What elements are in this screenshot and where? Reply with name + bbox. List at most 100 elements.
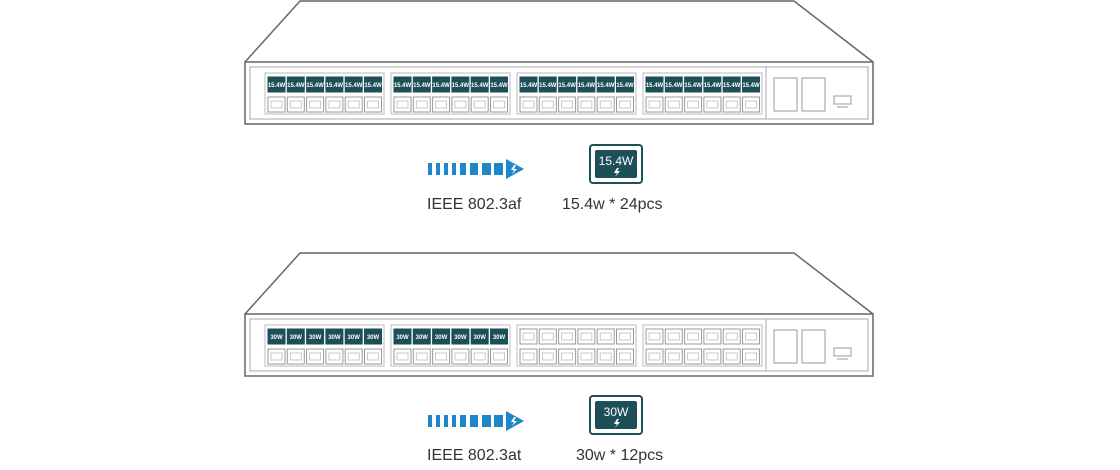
- port-power-label: 30W: [396, 335, 409, 341]
- ethernet-port: [616, 76, 634, 93]
- port-power-label: 15.4W: [287, 83, 305, 89]
- ethernet-port: [722, 76, 741, 93]
- ethernet-port: [393, 76, 412, 93]
- ethernet-port: [616, 328, 634, 345]
- arrow-segment: [470, 163, 478, 175]
- port-power-label: 15.4W: [646, 83, 664, 89]
- ethernet-port: [325, 348, 344, 365]
- ethernet-port: [490, 328, 508, 345]
- ethernet-port: [538, 96, 557, 113]
- port-power-label: 30W: [270, 335, 283, 341]
- port-socket: [270, 100, 283, 109]
- ethernet-port: [286, 76, 305, 93]
- ethernet-port: [306, 76, 325, 93]
- arrow-segment: [460, 163, 466, 175]
- port-power-label: 15.4W: [471, 83, 489, 89]
- ethernet-port: [538, 76, 557, 93]
- arrow-segment: [428, 163, 432, 175]
- port-socket: [619, 352, 631, 361]
- ethernet-port: [490, 76, 508, 93]
- port-socket: [561, 332, 573, 341]
- port-group: [642, 324, 763, 367]
- port-socket: [289, 100, 302, 109]
- ethernet-port: [645, 96, 664, 113]
- port-socket: [541, 352, 554, 361]
- lightning-icon: [511, 165, 517, 174]
- ethernet-port: [645, 76, 664, 93]
- ethernet-port: [742, 348, 760, 365]
- port-socket: [706, 332, 719, 341]
- ethernet-port: [558, 96, 577, 113]
- ethernet-port: [558, 76, 577, 93]
- port-socket: [599, 100, 612, 109]
- port-socket: [561, 100, 573, 109]
- ethernet-port: [412, 348, 431, 365]
- ethernet-port: [742, 328, 760, 345]
- arrow-segment: [436, 415, 440, 427]
- port-power-label: 15.4W: [723, 83, 741, 89]
- port-socket: [687, 352, 699, 361]
- ethernet-port: [664, 96, 683, 113]
- port-power-label: 15.4W: [268, 83, 286, 89]
- port-power-label: 30W: [367, 335, 380, 341]
- port-power-label: 15.4W: [452, 83, 470, 89]
- arrow-segment: [494, 163, 503, 175]
- port-socket: [725, 332, 738, 341]
- ethernet-port: [519, 328, 538, 345]
- port-power-label: 15.4W: [558, 83, 576, 89]
- port-socket: [522, 100, 535, 109]
- port-socket: [619, 332, 631, 341]
- port-socket: [522, 352, 535, 361]
- ethernet-port: [451, 328, 470, 345]
- ethernet-port: [519, 96, 538, 113]
- port-power-label: 15.4W: [364, 83, 382, 89]
- port-socket: [309, 352, 322, 361]
- sfp-slot: [773, 77, 798, 112]
- port-socket: [396, 352, 409, 361]
- port-power-label: 15.4W: [394, 83, 412, 89]
- ethernet-port: [451, 76, 470, 93]
- ethernet-port: [742, 76, 760, 93]
- port-socket: [415, 352, 428, 361]
- lightning-icon: [614, 419, 620, 428]
- port-socket: [347, 100, 360, 109]
- ethernet-port: [364, 348, 382, 365]
- port-group: [516, 324, 637, 367]
- port-power-label: 30W: [328, 335, 341, 341]
- ethernet-port: [664, 328, 683, 345]
- port-power-label: 30W: [474, 335, 487, 341]
- ethernet-port: [703, 96, 722, 113]
- ethernet-port: [344, 96, 363, 113]
- port-socket: [687, 100, 699, 109]
- port-socket: [648, 352, 661, 361]
- arrow-segment: [452, 163, 456, 175]
- port-power-label: 30W: [493, 335, 506, 341]
- ethernet-port: [722, 96, 741, 113]
- chassis-top: [244, 252, 874, 315]
- poe-icon-at: 30W: [589, 395, 643, 435]
- ethernet-port: [432, 76, 451, 93]
- ethernet-port: [325, 328, 344, 345]
- ethernet-port: [344, 76, 363, 93]
- port-socket: [667, 332, 680, 341]
- port-socket: [648, 332, 661, 341]
- port-socket: [435, 100, 448, 109]
- ethernet-port: [596, 348, 615, 365]
- port-power-label: 15.4W: [520, 83, 538, 89]
- port-socket: [367, 100, 379, 109]
- arrow-segment: [470, 415, 478, 427]
- port-group: [390, 324, 511, 367]
- ethernet-port: [664, 76, 683, 93]
- lightning-icon: [614, 168, 620, 177]
- ethernet-port: [344, 348, 363, 365]
- port-power-label: 15.4W: [597, 83, 615, 89]
- port-socket: [328, 352, 341, 361]
- arrow-segment: [460, 415, 466, 427]
- port-socket: [687, 332, 699, 341]
- standard-at-label: IEEE 802.3at: [427, 447, 522, 464]
- arrow-segment: [482, 415, 491, 427]
- ethernet-port: [286, 96, 305, 113]
- port-socket: [347, 352, 360, 361]
